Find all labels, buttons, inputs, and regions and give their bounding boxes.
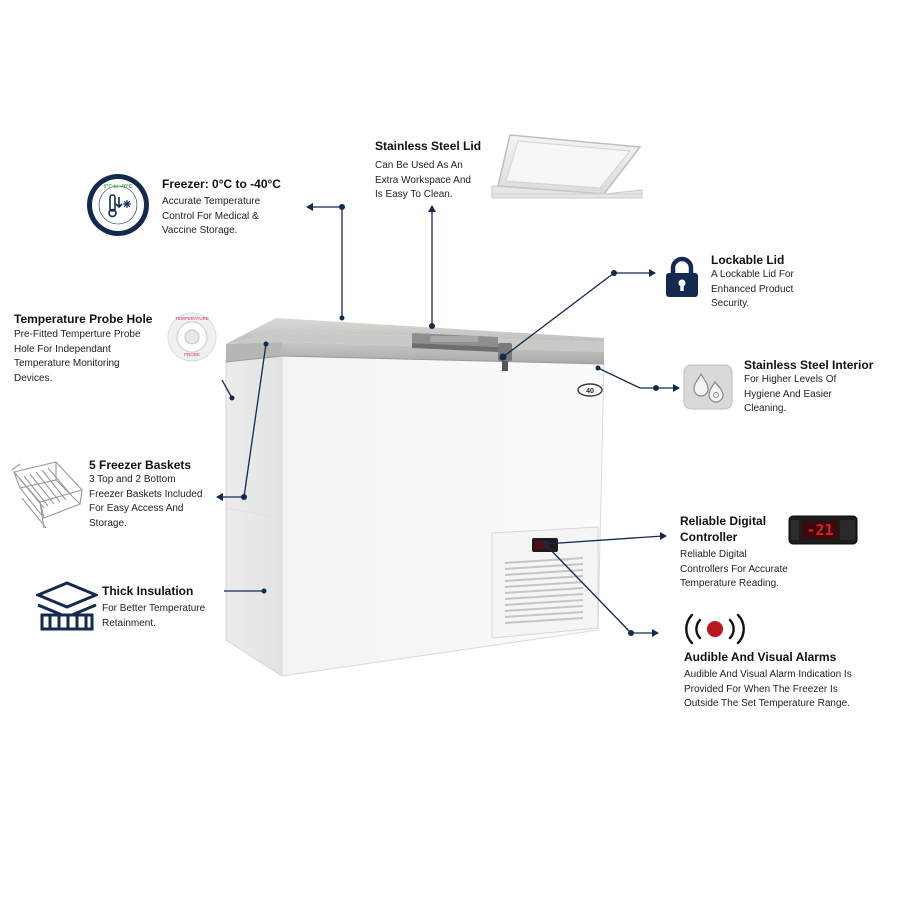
feature-stainless-lid: Stainless Steel Lid Can Be Used As An Ex… (375, 138, 490, 203)
feature-title: Lockable Lid (711, 253, 785, 267)
probe-cap-image: TEMPERATURE PROBE (166, 310, 218, 362)
digital-controller-image: -21 (788, 512, 858, 548)
feature-lockable-lid: Lockable Lid A Lockable Lid For Enhanced… (711, 252, 831, 312)
feature-title: Thick Insulation (102, 584, 194, 598)
controller-display-value: -21 (806, 521, 834, 539)
wire-basket-image (10, 458, 86, 532)
thermometer-badge-icon: 0°C to -40°C (86, 173, 150, 237)
feature-baskets: 5 Freezer Baskets 3 Top and 2 Bottom Fre… (89, 457, 224, 531)
alarm-icon (678, 612, 752, 646)
feature-desc: For Better Temperature Retainment. (102, 603, 206, 629)
feature-title: 5 Freezer Baskets (89, 458, 192, 472)
feature-freezer-temp: Freezer: 0°C to -40°C Accurate Temperatu… (162, 176, 302, 239)
feature-desc: 3 Top and 2 Bottom Freezer Baskets Inclu… (89, 474, 203, 529)
feature-probe-hole: Temperature Probe Hole Pre-Fitted Temper… (14, 311, 174, 386)
feature-desc: For Higher Levels Of Hygiene And Easier … (744, 374, 837, 414)
probe-cap-bottom-text: PROBE (184, 352, 200, 357)
feature-desc: Audible And Visual Alarm Indication Is P… (684, 669, 852, 709)
feature-title: Temperature Probe Hole (14, 312, 153, 326)
feature-title: Stainless Steel Lid (375, 139, 482, 153)
feature-stainless-interior: Stainless Steel Interior For Higher Leve… (744, 357, 894, 417)
water-drops-icon (683, 364, 733, 410)
feature-desc: A Lockable Lid For Enhanced Product Secu… (711, 269, 794, 309)
feature-title: Audible And Visual Alarms (684, 650, 837, 664)
feature-title: Stainless Steel Interior (744, 358, 874, 372)
badge-range-text: 0°C to -40°C (103, 184, 133, 190)
insulation-layers-icon (34, 581, 100, 635)
open-lid-image (491, 134, 643, 199)
feature-desc: Accurate Temperature Control For Medical… (162, 196, 261, 236)
feature-desc: Pre-Fitted Temperture Probe Hole For Ind… (14, 329, 141, 384)
freezer-logo-badge: 40 (586, 388, 594, 395)
feature-thick-insulation: Thick Insulation For Better Temperature … (102, 583, 232, 631)
feature-title: Freezer: 0°C to -40°C (162, 177, 281, 191)
feature-digital-controller: Reliable Digital Controller Reliable Dig… (680, 513, 810, 592)
probe-cap-top-text: TEMPERATURE (175, 316, 209, 321)
feature-desc: Reliable Digital Controllers For Accurat… (680, 549, 788, 589)
lock-icon (664, 256, 700, 298)
feature-alarms: Audible And Visual Alarms Audible And Vi… (684, 649, 884, 712)
feature-desc: Can Be Used As An Extra Workspace And Is… (375, 160, 471, 200)
feature-title: Reliable Digital Controller (680, 514, 767, 544)
